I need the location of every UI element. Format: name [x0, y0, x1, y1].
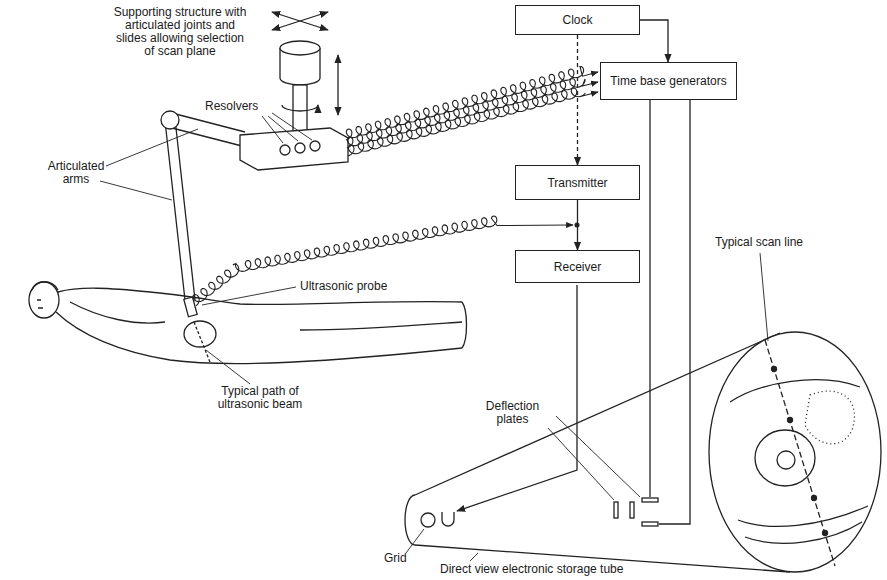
- motion-arrow: [272, 12, 328, 30]
- resolver-knob: [280, 145, 290, 155]
- echo-line: [738, 506, 868, 526]
- patient-arm: [70, 302, 165, 323]
- scan-line: [765, 340, 835, 566]
- patient-body-outline: [58, 288, 462, 304]
- storage-tube: [405, 100, 881, 572]
- articulated-arm: [168, 112, 245, 146]
- tube-neck: [405, 495, 415, 545]
- leader-line: [470, 553, 478, 561]
- ultrasonic-beam: [194, 322, 210, 362]
- echo-outline: [777, 451, 795, 469]
- grid-symbol: [442, 512, 454, 526]
- patient-head: [29, 282, 59, 318]
- resolver-knob: [295, 143, 305, 153]
- process-box: Receiver: [515, 250, 640, 283]
- resolver-knob: [310, 141, 320, 151]
- box-label: Clock: [558, 13, 596, 27]
- patient-hair: [32, 282, 58, 290]
- organ-outline: [184, 321, 216, 347]
- cathode-symbol: [421, 513, 435, 527]
- echo-outline: [755, 430, 815, 486]
- part-label: Articulated arms: [40, 160, 112, 186]
- motion-arrow: [272, 12, 328, 30]
- patient-figure: [29, 282, 467, 364]
- patient-face: [37, 300, 43, 308]
- coiled-cable: [348, 88, 598, 156]
- support-post: [293, 85, 307, 131]
- echo-dot: [812, 496, 817, 501]
- process-box: Time base generators: [600, 62, 737, 100]
- signal-arrow: [577, 35, 578, 165]
- deflection-plate: [642, 522, 658, 526]
- deflection-plate: [614, 502, 618, 518]
- patient-feet: [462, 302, 467, 348]
- part-label: Typical scan line: [715, 236, 835, 249]
- articulated-arm: [165, 119, 195, 300]
- box-label: Receiver: [550, 260, 605, 274]
- leader-line: [206, 350, 250, 384]
- resolver-housing: [240, 128, 348, 170]
- part-label: Typical path of ultrasonic beam: [205, 385, 315, 411]
- tube-screen: [709, 332, 881, 572]
- patient-legs: [300, 322, 462, 330]
- echo-dot: [772, 367, 777, 372]
- echo-line: [730, 380, 860, 402]
- signal-arrow: [640, 20, 668, 62]
- coiled-cable: [347, 79, 598, 148]
- process-box: Clock: [515, 5, 640, 35]
- box-label: Transmitter: [543, 176, 611, 190]
- leader-line: [262, 113, 312, 143]
- motion-arrow: [337, 55, 338, 115]
- signal-arrow: [577, 200, 578, 250]
- coiled-cable: [346, 67, 598, 140]
- part-label: Resolvers: [205, 100, 275, 113]
- structure-label: Supporting structure with articulated jo…: [110, 6, 250, 58]
- support-column-top: [280, 41, 320, 55]
- leader-line: [760, 253, 768, 341]
- part-label: Ultrasonic probe: [300, 280, 410, 293]
- timebase-wire: [649, 100, 650, 497]
- box-label: Time base generators: [606, 74, 730, 88]
- deflection-plate: [642, 498, 658, 502]
- part-label: Deflection plates: [470, 400, 555, 426]
- video-wire: [457, 285, 577, 511]
- echo-line: [745, 522, 862, 543]
- part-label: Direct view electronic storage tube: [440, 563, 670, 576]
- leader-line: [406, 529, 424, 553]
- scanner-arm: [100, 12, 348, 384]
- echo-dot: [823, 531, 828, 536]
- part-label: Grid: [384, 552, 418, 565]
- arm-joint: [161, 111, 179, 129]
- leader-line: [100, 129, 198, 200]
- echo-region: [805, 391, 854, 444]
- process-box: Transmitter: [515, 165, 640, 200]
- leader-line: [548, 416, 640, 500]
- timebase-wire: [659, 100, 690, 524]
- rotation-arrow: [282, 105, 318, 111]
- deflection-plate: [630, 502, 634, 518]
- echo-dot: [788, 418, 793, 423]
